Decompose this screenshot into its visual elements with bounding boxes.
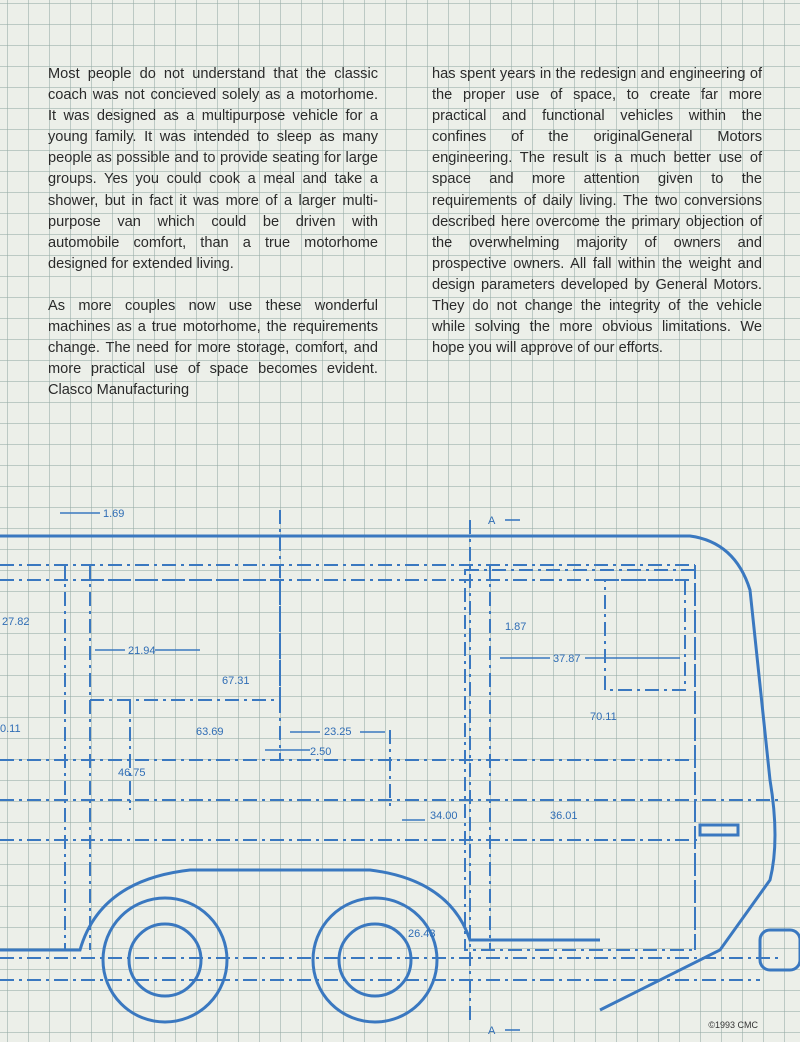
coach-blueprint-drawing: 1.69 27.82 21.94 67.31 63.69 46.75 23.25… — [0, 508, 800, 1037]
front-wheel-inner — [337, 922, 413, 998]
section-mark: A — [488, 1025, 496, 1037]
dimension-label: 37.87 — [553, 653, 581, 665]
front-wheel-outer — [311, 896, 439, 1024]
coach-body-outline — [0, 534, 777, 1012]
paragraph: has spent years in the redesign and engi… — [432, 66, 762, 357]
paragraph: Most people do not understand that the c… — [48, 66, 378, 272]
dimension-label: 23.25 — [324, 726, 352, 738]
dimension-label: 0.11 — [0, 723, 21, 735]
dimension-label: 1.69 — [103, 508, 124, 520]
dimension-label: 63.69 — [196, 726, 224, 738]
dimension-label: 70.11 — [590, 711, 617, 723]
dimension-label: 1.87 — [505, 621, 526, 633]
dimension-label: 26.43 — [408, 928, 436, 940]
dimension-label: 2.50 — [310, 746, 331, 758]
dimension-label: 27.82 — [2, 616, 30, 628]
section-mark: A — [488, 515, 496, 527]
rear-wheel-outer — [101, 896, 229, 1024]
wheel-arch-outline — [0, 868, 600, 952]
copyright-notice: ©1993 CMC — [708, 1020, 758, 1030]
dimension-label: 36.01 — [550, 810, 578, 822]
dimension-label: 21.94 — [128, 645, 156, 657]
text-column-right: has spent years in the redesign and engi… — [432, 64, 762, 380]
dimension-label: 46.75 — [118, 767, 146, 779]
bumper-end — [758, 928, 800, 972]
paragraph: As more couples now use these wonderful … — [48, 297, 378, 399]
rear-wheel-inner — [127, 922, 203, 998]
dimension-label: 67.31 — [222, 675, 250, 687]
bumper-detail — [698, 823, 740, 837]
dimension-label: 34.00 — [430, 810, 458, 822]
text-column-left: Most people do not understand that the c… — [48, 64, 378, 422]
